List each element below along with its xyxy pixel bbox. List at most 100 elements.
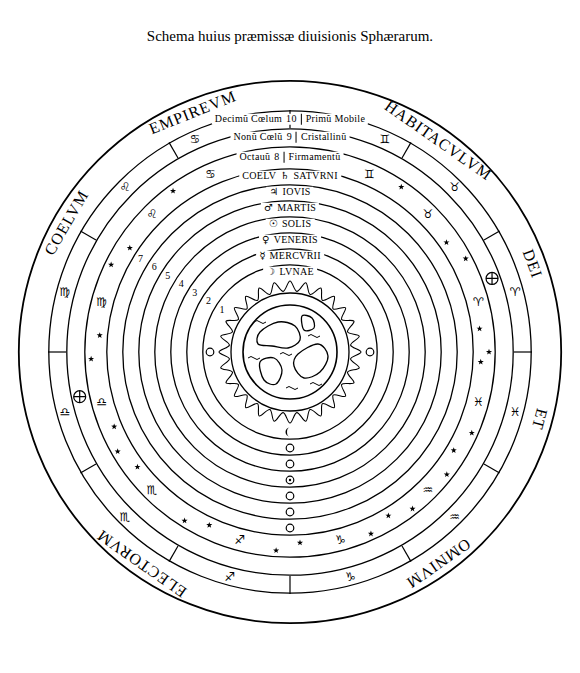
sphere-circle bbox=[203, 265, 377, 439]
zodiac-sign: ♉ bbox=[449, 181, 460, 193]
sphere-name: Firmamentũ bbox=[284, 152, 341, 163]
sphere-number: 1 bbox=[216, 304, 227, 315]
sphere-name: IOVIS bbox=[283, 187, 311, 198]
planet-sphere: ☽LVNAE1☿MERCVRII2♀VENERIS3☉SOLIS4♂MARTIS… bbox=[138, 200, 442, 504]
sphere-circle bbox=[123, 185, 457, 519]
sphere-name: Cristallinũ bbox=[296, 132, 347, 143]
sphere-circle bbox=[85, 147, 495, 557]
sphere-number: 5 bbox=[162, 270, 173, 281]
sphere-name: MERCVRII bbox=[270, 251, 321, 262]
sphere-label: Decimũ Cœlum10Primũ Mobile bbox=[212, 114, 368, 125]
zodiac-sign: ♊ bbox=[364, 168, 375, 180]
fixed-star bbox=[477, 326, 483, 332]
sphere-name: Octauũ bbox=[240, 152, 271, 163]
segment-divider bbox=[514, 351, 532, 352]
zodiac-sign: ♍ bbox=[96, 296, 107, 308]
sphere-name: Decimũ Cœlum bbox=[215, 114, 282, 125]
sphere-number: 1 bbox=[219, 304, 224, 315]
planet-symbol: ☉ bbox=[269, 219, 278, 230]
fixed-star bbox=[134, 464, 140, 470]
diagram-title: Schema huius præmissæ diuisionis Sphærar… bbox=[0, 28, 580, 45]
sphere-number: 2 bbox=[203, 296, 214, 307]
planet-body bbox=[286, 460, 294, 468]
equinox-symbol bbox=[74, 391, 86, 403]
fixed-star bbox=[97, 332, 103, 338]
planet-sphere: ☽LVNAE 1 ☿ MERCVRII 2 bbox=[186, 248, 394, 456]
sphere-number: 5 bbox=[165, 270, 170, 281]
water-wave bbox=[248, 357, 260, 360]
zodiac-sign: ♐ bbox=[224, 571, 235, 583]
zodiac-sign: ♐ bbox=[234, 534, 245, 546]
fixed-star bbox=[385, 513, 391, 519]
sphere-name: COELV bbox=[242, 171, 276, 182]
planet-body bbox=[366, 348, 374, 356]
sphere-number: 3 bbox=[189, 287, 200, 298]
planet-body bbox=[286, 476, 294, 484]
sphere-label: ♃IOVIS bbox=[266, 187, 313, 198]
sphere-label: Octauũ8Firmamentũ bbox=[237, 152, 344, 163]
segment-divider bbox=[80, 464, 96, 473]
sphere-name: LVNAE bbox=[279, 267, 313, 278]
zodiac-sign: ♈ bbox=[510, 286, 521, 298]
sphere-number: 6 bbox=[149, 262, 160, 273]
earth-illustration bbox=[219, 281, 361, 423]
celestial-sphere: ☽LVNAE1☿MERCVRII2♀VENERIS3☉SOLIS4♂MARTIS… bbox=[66, 128, 514, 576]
sphere-outline bbox=[138, 200, 442, 504]
sphere-circle bbox=[49, 111, 531, 593]
sphere-number: 7 bbox=[138, 253, 143, 264]
sphere-name: Primũ Mobile bbox=[301, 114, 365, 125]
sphere-name: VENERIS bbox=[274, 235, 318, 246]
water-wave bbox=[310, 383, 322, 386]
band-inscription: COELVM bbox=[40, 185, 94, 261]
zodiac-sign: ♒ bbox=[422, 484, 433, 496]
fixed-star bbox=[206, 522, 212, 528]
zodiac-sign: ♑ bbox=[345, 571, 356, 583]
band-inscription: ET bbox=[528, 403, 551, 434]
fixed-star bbox=[368, 531, 374, 537]
segment-divider bbox=[402, 546, 411, 562]
zodiac-sign: ♌ bbox=[147, 208, 158, 220]
segment-divider bbox=[48, 351, 66, 352]
planet-sphere: ☽LVNAE1☿MERCVRII2♀VENERIS3☉SOLIS4♂MARTIS… bbox=[122, 184, 458, 520]
water-wave bbox=[254, 321, 266, 324]
empyrean-band: ☽LVNAE1☿MERCVRII2♀VENERIS3☉SOLIS4♂MARTIS… bbox=[18, 80, 562, 624]
band-word: OMNIVM bbox=[403, 535, 474, 591]
water-sphere bbox=[243, 305, 337, 399]
zodiac-sign: ♏ bbox=[147, 484, 158, 496]
band-word: ET bbox=[528, 406, 550, 431]
band-inscription: ELECTORVM bbox=[92, 525, 193, 603]
sphere-number: 7 bbox=[135, 253, 146, 264]
sphere-label: ♂MARTIS bbox=[261, 203, 319, 214]
zodiac-sign: ♉ bbox=[422, 208, 433, 220]
planet-body bbox=[206, 348, 214, 356]
water-wave bbox=[280, 353, 292, 356]
fixed-star bbox=[409, 506, 415, 512]
fixed-star bbox=[486, 349, 492, 355]
earth-land bbox=[294, 344, 328, 378]
moon-crescent bbox=[286, 428, 291, 437]
fixed-star bbox=[111, 423, 117, 429]
planet-body bbox=[286, 524, 294, 532]
segment-divider bbox=[289, 576, 290, 594]
zodiac-sign: ♌ bbox=[120, 181, 131, 193]
planet-symbol: ♀ bbox=[262, 235, 270, 246]
water-wave bbox=[308, 335, 320, 338]
planet-sphere: ☽LVNAE 1 bbox=[202, 264, 378, 440]
zodiac-sign: ♊ bbox=[379, 133, 390, 145]
fixed-star bbox=[297, 540, 303, 546]
segment-divider bbox=[80, 231, 96, 240]
segment-divider bbox=[484, 231, 500, 240]
sphere-label: ☽LVNAE bbox=[263, 267, 317, 278]
fixed-star bbox=[478, 359, 484, 365]
planet-symbol: ♄ bbox=[280, 171, 289, 182]
fixed-star bbox=[273, 547, 279, 553]
sphere-number: 4 bbox=[179, 279, 184, 290]
planet-body bbox=[286, 444, 294, 452]
earth-land bbox=[301, 315, 314, 331]
sphere-circle bbox=[171, 233, 409, 471]
planet-symbol: ☿ bbox=[259, 251, 265, 262]
zodiac-sign: ♍ bbox=[60, 286, 71, 298]
segment-divider bbox=[169, 142, 178, 158]
fixed-star bbox=[115, 448, 121, 454]
